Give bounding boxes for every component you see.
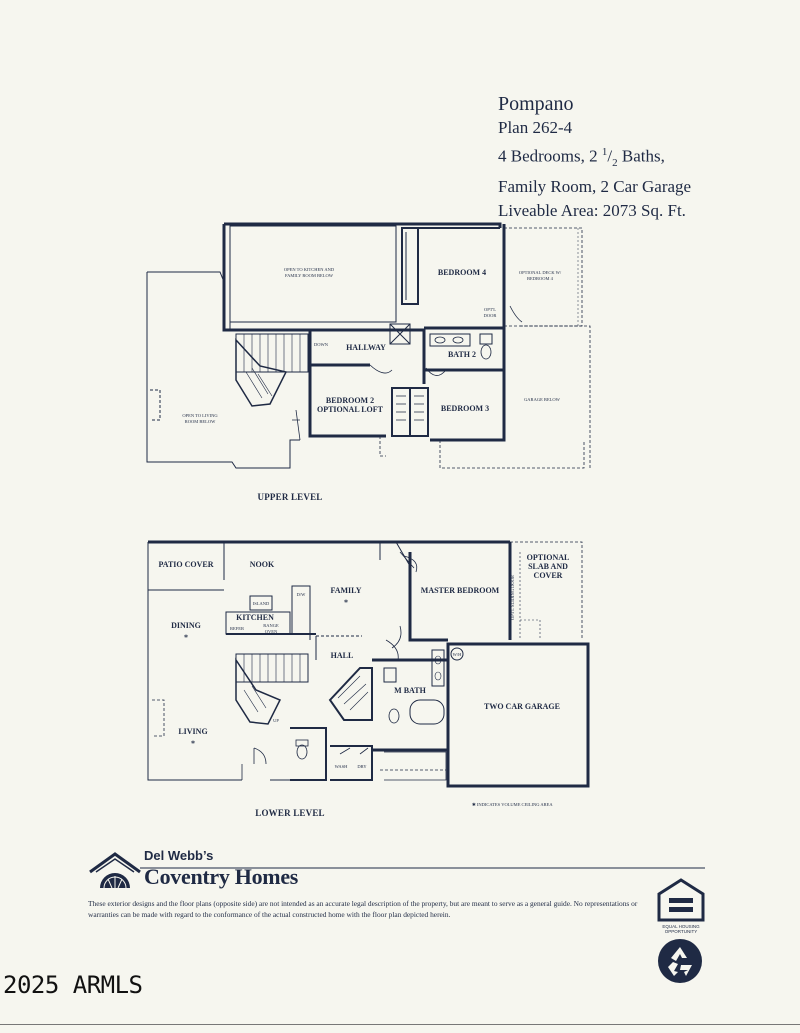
coventry-brand: Del Webb’s Coventry Homes [88,848,348,894]
range-label: RANGE [263,623,279,628]
optional-slab-label-2: SLAB AND [528,562,568,571]
dining-volume-asterisk: * [184,633,188,642]
optional-slab-label-1: OPTIONAL [527,553,570,562]
dining-label: DINING [171,621,201,630]
optional-loft-label: OPTIONAL LOFT [317,405,384,414]
bedroom-4-label: BEDROOM 4 [438,268,486,277]
family-label: FAMILY [330,586,361,595]
open-kitchen-label-2: FAMILY ROOM BELOW [285,273,334,278]
open-living-label-1: OPEN TO LIVING [182,413,218,418]
brand-name: Coventry Homes [144,864,299,889]
master-bath-label: M BATH [394,686,426,695]
patio-cover-label: PATIO COVER [158,560,213,569]
bath-2-label: BATH 2 [448,350,476,359]
upper-level-labels: OPEN TO KITCHEN AND FAMILY ROOM BELOW BE… [182,267,562,502]
living-volume-asterisk: * [191,739,195,748]
brand-prefix: Del Webb’s [144,848,214,863]
garage-below-label: GARAGE BELOW [524,397,561,402]
rooms-post: Baths, [617,146,665,166]
plan-number: Plan 262-4 [498,118,573,137]
dry-label: DRY [357,764,367,769]
open-kitchen-label-1: OPEN TO KITCHEN AND [284,267,335,272]
equal-housing-line-2: OPPORTUNITY [664,929,698,934]
sliding-door-label: OPT'L SLIDING DOOR [510,575,515,620]
family-volume-asterisk: * [344,598,348,607]
refer-label: REFER [230,626,244,631]
upper-level-caption: UPPER LEVEL [258,492,323,502]
half-numerator: 1 [601,146,608,158]
bedroom-2-label: BEDROOM 2 [326,396,374,405]
wash-label: WASH [335,764,349,769]
down-label: DOWN [314,342,329,347]
liveable-area: Liveable Area: 2073 Sq. Ft. [498,201,686,221]
equal-housing-icon [657,878,705,922]
rooms-pre: 4 Bedrooms, 2 [498,146,602,166]
water-heater-label: W/H [453,652,462,657]
optl-door-label-1: OPT'L [484,307,496,312]
two-car-garage-label: TWO CAR GARAGE [484,702,560,711]
nook-label: NOOK [250,560,275,569]
dw-label: D/W [297,592,307,597]
deck-label-2: BEDROOM 4 [527,276,554,281]
model-name: Pompano [498,93,574,115]
master-bedroom-label: MASTER BEDROOM [421,586,500,595]
equal-housing-line-1: EQUAL HOUSING [662,924,700,929]
optl-door-label-2: DOOR [484,313,497,318]
bottom-border [0,1024,800,1025]
lower-level-labels: PATIO COVER NOOK FAMILY * MASTER BEDROOM… [158,553,569,818]
oven-label: OVEN [265,629,278,634]
lower-level-caption: LOWER LEVEL [255,808,324,818]
coventry-house-logo-icon [89,852,141,889]
copyright-watermark: 2025 ARMLS [3,971,143,999]
kitchen-label: KITCHEN [236,613,274,622]
volume-ceiling-note: ✱ INDICATES VOLUME CEILING AREA [472,802,553,807]
island-label: ISLAND [253,601,270,606]
recycle-icon [658,939,702,983]
hallway-label: HALLWAY [346,343,386,352]
half-slash: / [607,146,613,166]
stairs-up-label: UP [273,718,279,723]
open-living-label-2: ROOM BELOW [185,419,216,424]
disclaimer-text: These exterior designs and the floor pla… [88,899,638,919]
plan-header: Pompano Plan 262-4 4 Bedrooms, 2 1/2 Bat… [498,92,788,223]
bedroom-3-label: BEDROOM 3 [441,404,489,413]
lower-level-plan [147,540,590,788]
equal-housing-text: EQUAL HOUSING OPPORTUNITY [655,924,707,934]
rooms-summary: 4 Bedrooms, 2 1/2 Baths, [498,140,788,175]
living-label: LIVING [178,727,207,736]
features-summary: Family Room, 2 Car Garage [498,177,692,197]
hall-label: HALL [331,651,354,660]
upper-level-plan [146,222,591,469]
half-denominator: 2 [612,157,618,170]
deck-label-1: OPTIONAL DECK W/ [519,270,562,275]
optional-slab-label-3: COVER [534,571,563,580]
